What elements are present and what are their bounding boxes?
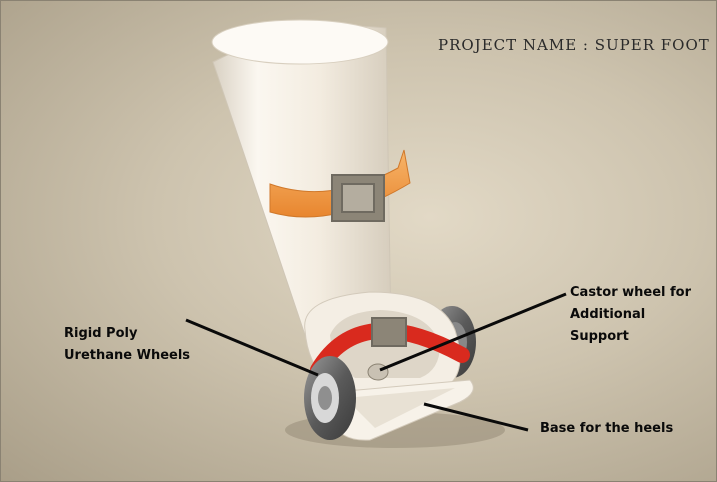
- base-pointer: [423, 402, 529, 432]
- left-wheel: [304, 356, 356, 440]
- leg-shell: [211, 19, 392, 340]
- castor-pointer: [379, 292, 567, 372]
- project-title: PROJECT NAME : SUPER FOOT: [438, 36, 710, 54]
- strap-buckle: [331, 174, 385, 222]
- castor-wheel-arc: [310, 317, 470, 381]
- wheels-pointer: [185, 318, 319, 377]
- heel-base-plate: [331, 379, 474, 441]
- castor-label: Castor wheel for Additional Support: [570, 285, 692, 344]
- pointer-lines: [185, 292, 567, 432]
- base-label: Base for the heels: [540, 421, 674, 436]
- wheels-label: Rigid Poly Urethane Wheels: [64, 326, 191, 363]
